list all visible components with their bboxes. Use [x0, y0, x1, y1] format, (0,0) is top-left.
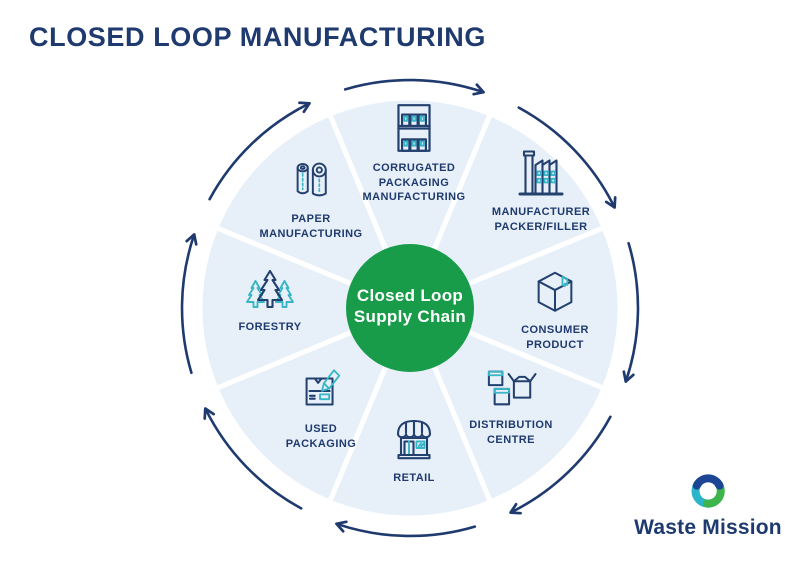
- segment-retail: [327, 305, 493, 521]
- sealed-box-icon: [537, 271, 573, 312]
- flow-arrow: [517, 106, 617, 209]
- station-retail: RETAIL: [336, 413, 492, 486]
- flow-arrow: [180, 233, 198, 375]
- waste-mission-wordmark: Waste Mission: [634, 516, 782, 539]
- station-corrugated-packaging-manufacturing: CORRUGATED PACKAGING MANUFACTURING: [336, 101, 492, 205]
- shelving-boxes-icon: [397, 104, 431, 152]
- station-label: MANUFACTURER PACKER/FILLER: [491, 206, 591, 233]
- page-title: CLOSED LOOP MANUFACTURING: [29, 22, 487, 52]
- station-label: CONSUMER PRODUCT: [521, 324, 589, 351]
- flow-arrow: [343, 78, 485, 96]
- flow-arrow: [335, 520, 477, 538]
- storefront-icon: [396, 419, 432, 460]
- station-consumer-product: CONSUMER PRODUCT: [477, 267, 633, 352]
- center-circle: [346, 244, 474, 372]
- segment-paper-manufacturing: [213, 111, 413, 311]
- flow-arrow: [509, 415, 612, 515]
- flow-arrow: [208, 101, 311, 201]
- segment-consumer-product: [407, 225, 623, 391]
- station-distribution-centre: DISTRIBUTION CENTRE: [433, 362, 589, 447]
- station-manufacturer-packer-filler: MANUFACTURER PACKER/FILLER: [463, 147, 619, 234]
- segment-forestry: [197, 225, 413, 391]
- station-label: USED PACKAGING: [285, 423, 357, 450]
- segment-corrugated: [327, 95, 493, 311]
- factory-icon: [518, 150, 564, 196]
- waste-mission-logo: Waste Mission: [634, 470, 782, 540]
- flow-arrow: [622, 241, 640, 383]
- flattened-box-pencil-icon: [305, 369, 341, 406]
- center-circle-label: Closed Loop Supply Chain: [353, 286, 467, 327]
- station-paper-manufacturing: PAPER MANUFACTURING: [233, 158, 389, 241]
- station-used-packaging: USED PACKAGING: [243, 366, 399, 451]
- station-label: FORESTRY: [238, 321, 302, 333]
- station-label: CORRUGATED PACKAGING MANUFACTURING: [362, 162, 466, 204]
- waste-mission-swirl-icon: [691, 474, 725, 508]
- station-label: PAPER MANUFACTURING: [259, 213, 363, 240]
- flow-arrows: [180, 78, 640, 538]
- pine-trees-icon: [246, 269, 294, 309]
- station-label: DISTRIBUTION CENTRE: [469, 419, 553, 446]
- flow-arrow: [203, 407, 303, 510]
- paper-rolls-icon: [296, 162, 327, 197]
- station-forestry: FORESTRY: [192, 266, 348, 335]
- station-label: RETAIL: [393, 472, 435, 484]
- stacked-boxes-icon: [487, 370, 537, 406]
